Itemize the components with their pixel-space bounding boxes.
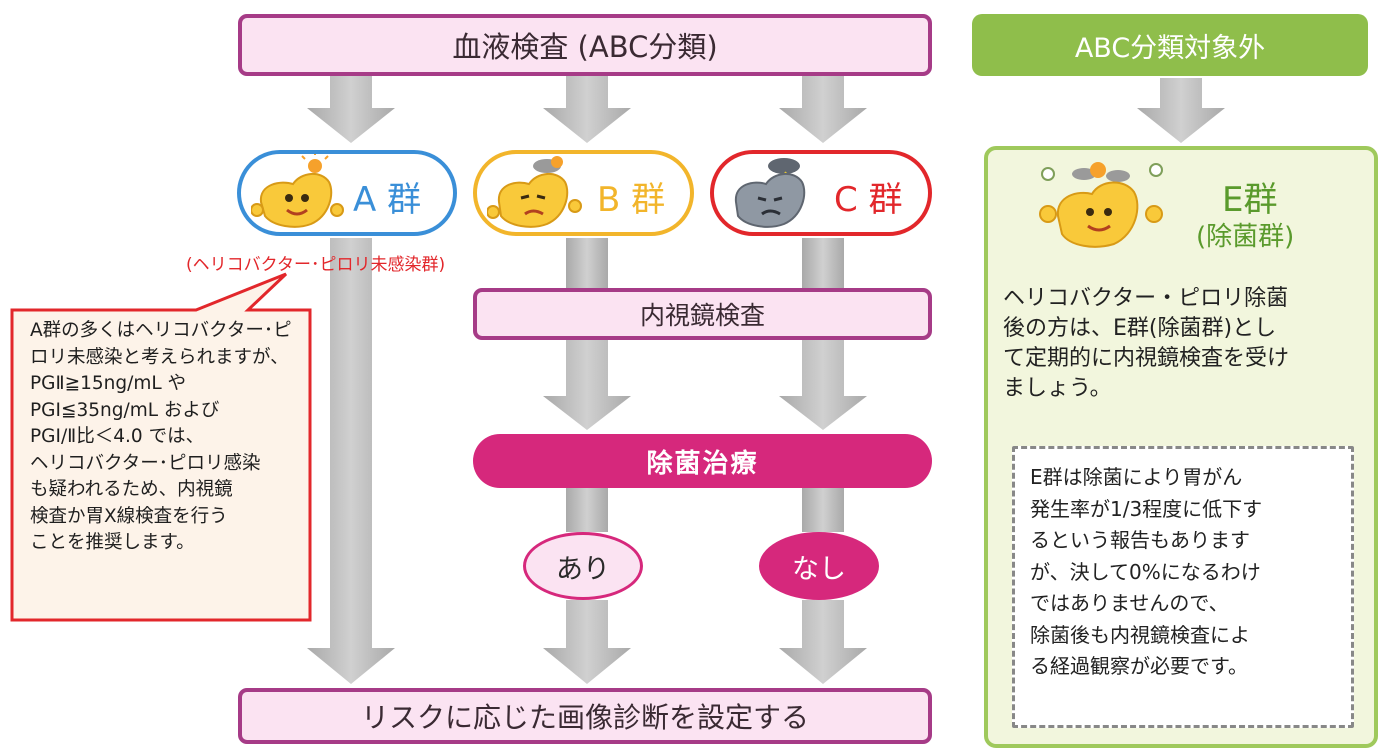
group-a-note: (ヘリコバクター･ピロリ未感染群) [186, 255, 446, 275]
a-callout-box [10, 272, 312, 622]
stomach-e-icon [1039, 162, 1163, 248]
arrow-a-to-risk [307, 238, 395, 684]
risk-label: リスクに応じた画像診断を設定する [360, 701, 809, 734]
outcome-no-oval: なし [759, 532, 879, 600]
arrow-endoscopy-to-eradication-c [779, 340, 867, 430]
outcome-yes-label: あり [556, 553, 610, 585]
arrow-to-group-a [307, 76, 395, 143]
eradication-label: 除菌治療 [646, 448, 759, 479]
blood-test-box: 血液検査 (ABC分類) [238, 14, 932, 76]
endoscopy-box: 内視鏡検査 [473, 288, 932, 340]
stomach-sick-icon [734, 158, 806, 228]
group-e-body: ヘリコバクター・ピロリ除菌 後の方は、E群(除菌群)とし て定期的に内視鏡検査を… [1003, 286, 1290, 401]
arrow-c-to-endoscopy [802, 238, 844, 290]
group-e-subtitle: (除菌群) [1196, 222, 1295, 252]
group-c-pill: C 群 [710, 150, 932, 236]
excluded-header: ABC分類対象外 [972, 14, 1368, 76]
arrow-b-to-endoscopy [566, 238, 608, 290]
arrow-excluded-to-e [1137, 78, 1225, 143]
group-c-label: C 群 [834, 180, 903, 220]
group-e-note: E群は除菌により胃がん 発生率が1/3程度に低下す るという報告もあります が、… [1030, 465, 1263, 678]
arrow-to-group-c [779, 76, 867, 143]
blood-test-title: 血液検査 (ABC分類) [452, 30, 718, 64]
stomach-worried-icon [487, 156, 582, 228]
stomach-happy-icon [251, 154, 344, 228]
outcome-no-label: なし [792, 553, 846, 585]
endoscopy-label: 内視鏡検査 [639, 301, 765, 330]
arrow-endoscopy-to-eradication-b [543, 340, 631, 430]
arrow-yes-to-risk [543, 600, 631, 684]
group-a-pill: A 群 [237, 150, 457, 236]
a-callout-text: A群の多くはヘリコバクター･ピロリ未感染と考えられますが、 PGⅡ≧15ng/m… [30, 320, 292, 553]
arrow-to-group-b [543, 76, 631, 143]
group-e-note-box [1012, 446, 1354, 728]
group-e-title: E群 [1222, 180, 1278, 220]
group-b-pill: B 群 [473, 150, 694, 236]
excluded-header-label: ABC分類対象外 [1074, 32, 1266, 64]
eradication-bar: 除菌治療 [473, 434, 932, 488]
group-b-label: B 群 [597, 180, 666, 220]
outcome-yes-oval: あり [523, 532, 643, 600]
arrow-eradication-to-yes [566, 488, 608, 532]
arrow-no-to-risk [779, 600, 867, 684]
arrow-eradication-to-no [802, 488, 844, 532]
risk-box: リスクに応じた画像診断を設定する [238, 688, 932, 744]
group-a-label: A 群 [353, 180, 422, 220]
